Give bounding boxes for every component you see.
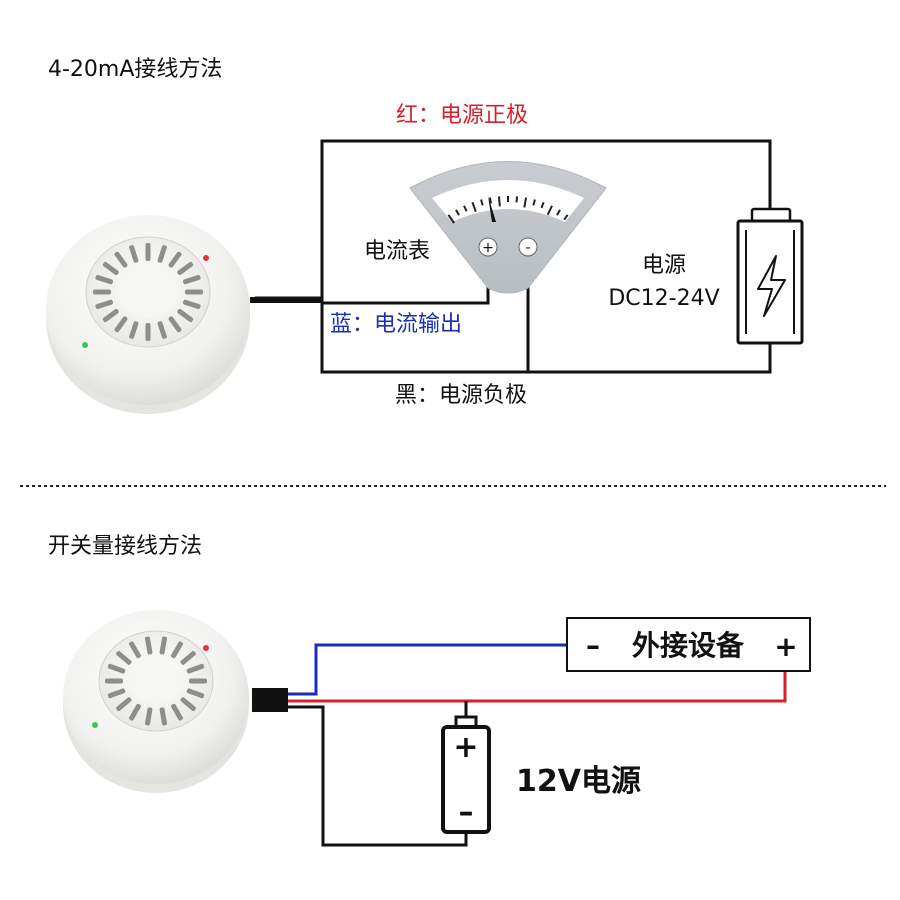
vent-slot — [180, 697, 196, 712]
scale-tick — [563, 214, 569, 221]
vent-slot — [182, 275, 201, 285]
external-device-box — [566, 617, 811, 672]
red-positive-wire — [288, 671, 787, 703]
vent-slot — [129, 321, 139, 339]
vent-slot — [159, 707, 168, 726]
vent-slot — [129, 245, 139, 263]
smoke-detector-top — [46, 215, 250, 414]
vent-slot — [168, 251, 182, 268]
vent-slot — [107, 688, 126, 699]
device-label: 外接设备 — [632, 629, 745, 662]
battery-label: 12V电源 — [516, 764, 641, 799]
positive-wire — [320, 139, 772, 298]
status-led-green-2 — [92, 722, 98, 728]
detector-connector — [252, 688, 288, 712]
power-label: 电源 — [642, 253, 686, 278]
vent-slot — [145, 323, 151, 341]
section-4-20ma: 4-20mA接线方法 + - — [46, 57, 804, 414]
battery-minus-sign: – — [459, 795, 474, 830]
status-led-red — [203, 255, 209, 261]
scale-tick — [497, 196, 501, 207]
black-negative-wire — [288, 705, 468, 847]
scale-tick — [515, 196, 519, 203]
device-minus-sign: – — [586, 629, 600, 662]
power-voltage: DC12-24V — [608, 286, 719, 311]
ammeter: + - — [409, 161, 607, 294]
ammeter-plus-label: + — [482, 240, 494, 256]
vent-slot — [95, 299, 114, 309]
blue-wire-label: 蓝：电流输出 — [330, 312, 462, 337]
ammeter-minus-label: - — [525, 240, 530, 256]
battery-plus-sign: + — [453, 730, 478, 765]
vent-slot — [107, 663, 126, 674]
section-title-4-20ma: 4-20mA接线方法 — [48, 57, 222, 82]
vent-slot — [129, 703, 141, 721]
vent-slot — [93, 289, 111, 295]
vent-slot — [189, 678, 207, 684]
scale-tick — [540, 201, 545, 209]
vent-slot — [182, 299, 201, 309]
status-led-red-2 — [203, 645, 209, 651]
vent-slot — [159, 636, 168, 655]
scale-tick — [532, 199, 536, 206]
vent-slot — [144, 707, 153, 726]
vent-slot — [171, 703, 183, 721]
device-plus-sign: + — [774, 630, 797, 663]
vent-slot — [186, 663, 205, 674]
vent-slot — [116, 650, 132, 665]
red-wire-label: 红：电源正极 — [396, 103, 528, 128]
vent-slot — [95, 275, 114, 285]
vent-slot — [116, 697, 132, 712]
smoke-detector-bottom — [63, 610, 249, 793]
vent-slot — [185, 289, 203, 295]
blue-signal-wire — [288, 643, 567, 696]
vent-slot — [145, 243, 151, 261]
vent-slot — [144, 636, 153, 655]
scale-tick — [447, 214, 455, 224]
scale-tick — [471, 201, 477, 213]
vent-slot — [102, 261, 119, 276]
black-wire-label: 黑：电源负极 — [395, 383, 527, 408]
ammeter-needle — [488, 196, 496, 222]
scale-tick — [556, 209, 561, 216]
scale-tick — [546, 205, 553, 216]
vent-slot — [168, 316, 182, 333]
vent-slot — [186, 688, 205, 699]
scale-tick — [455, 209, 460, 216]
vent-slot — [180, 650, 196, 665]
vent-slot — [114, 251, 128, 268]
scale-tick — [463, 205, 468, 212]
vent-slot — [171, 641, 183, 659]
vent-slot — [177, 261, 194, 276]
battery-12v: + – — [441, 715, 491, 834]
vent-slot — [157, 321, 167, 339]
ammeter-minus-terminal — [518, 237, 538, 257]
vent-slot — [102, 308, 119, 323]
scale-tick — [523, 197, 528, 208]
vent-slot — [129, 641, 141, 659]
status-led-green — [82, 342, 88, 348]
negative-wire — [320, 298, 772, 374]
section-title-switch: 开关量接线方法 — [48, 534, 202, 559]
vent-slot — [157, 245, 167, 263]
ammeter-label: 电流表 — [364, 239, 430, 264]
power-supply-battery — [736, 207, 804, 345]
scale-tick — [488, 197, 492, 204]
lightning-icon — [757, 255, 786, 317]
scale-tick — [480, 199, 484, 206]
section-switch: 开关量接线方法 – 外接设备 + + – 12V电源 — [48, 534, 811, 847]
ammeter-plus-terminal — [478, 237, 498, 257]
vent-slot — [177, 308, 194, 323]
vent-slot — [114, 316, 128, 333]
vent-slot — [105, 678, 123, 684]
